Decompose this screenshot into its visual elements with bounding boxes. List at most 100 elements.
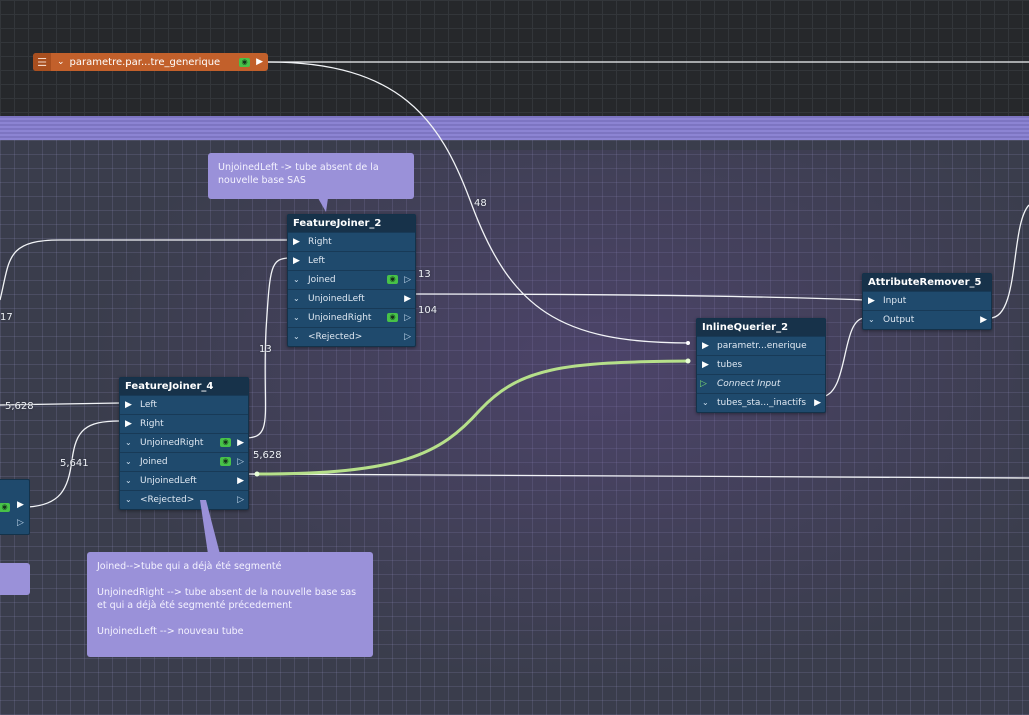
chevron-down-icon[interactable]: ⌄: [57, 57, 65, 67]
input-arrow-icon: ▶: [293, 237, 300, 247]
chevron-down-icon: ⌄: [868, 315, 875, 324]
feature-count: 13: [259, 344, 272, 355]
output-port-output[interactable]: ⌄Output▶: [863, 310, 991, 329]
parameter-name: parametre.par...tre_generique: [69, 56, 221, 68]
bookmark-header[interactable]: [0, 116, 1029, 140]
transformer-title[interactable]: FeatureJoiner_2: [288, 215, 415, 232]
input-port-right[interactable]: ▶Right: [120, 414, 248, 433]
inspect-icon[interactable]: ◉: [387, 275, 398, 284]
input-arrow-icon: ▶: [868, 296, 875, 306]
link-endpoint-dot: [686, 341, 690, 345]
input-port-right[interactable]: ▶Right: [288, 232, 415, 251]
output-arrow-icon: ▷: [404, 275, 411, 285]
transformer-title[interactable]: FeatureJoiner_4: [120, 378, 248, 395]
input-port-input[interactable]: ▶Input: [863, 291, 991, 310]
link-unjoinedright-to-left[interactable]: [244, 257, 291, 439]
link-attributeremover-out[interactable]: [989, 204, 1029, 319]
output-arrow-icon: ▷: [237, 495, 244, 505]
chevron-down-icon: ⌄: [125, 476, 132, 485]
link-unjoinedleft-to-attributeremover[interactable]: [411, 293, 866, 301]
input-arrow-icon: ▶: [125, 419, 132, 429]
annotation-text: UnjoinedRight --> tube absent de la nouv…: [97, 587, 357, 611]
output-arrow-icon: ▶: [237, 438, 244, 448]
chevron-down-icon: ⌄: [293, 332, 300, 341]
output-port-tubes-inactifs[interactable]: ⌄tubes_sta..._inactifs▶: [697, 393, 825, 412]
transformer-featurejoiner-4[interactable]: FeatureJoiner_4 ▶Left ▶Right ⌄UnjoinedRi…: [119, 377, 249, 510]
feature-count: 5,628: [5, 401, 34, 412]
transformer-offscreen[interactable]: ◉ ▶ ▷: [0, 479, 30, 535]
output-arrow-icon: ▷: [17, 518, 24, 528]
output-arrow-icon: ▶: [17, 500, 24, 510]
output-arrow-icon: ▶: [404, 294, 411, 304]
feature-count: 13: [418, 269, 431, 280]
output-port-unjoinedright[interactable]: ⌄UnjoinedRight◉▷: [288, 308, 415, 327]
annotation-text: Joined-->tube qui a déjà été segmenté: [97, 561, 282, 572]
output-port-joined[interactable]: ⌄Joined◉▷: [120, 452, 248, 471]
output-arrow-icon: ▶: [814, 398, 821, 408]
chevron-down-icon: ⌄: [293, 294, 300, 303]
annotation-tail: [318, 198, 328, 212]
annotation-offscreen[interactable]: [0, 563, 30, 595]
link-offscreen-to-right[interactable]: [0, 239, 290, 301]
published-parameter-node[interactable]: ☰ ⌄ parametre.par...tre_generique ◉ ▶: [33, 53, 268, 71]
input-port-left[interactable]: ▶Left: [120, 395, 248, 414]
transformer-attributeremover-5[interactable]: AttributeRemover_5 ▶Input ⌄Output▶: [862, 273, 992, 330]
feature-count: 5,628: [253, 450, 282, 461]
input-arrow-icon: ▶: [702, 360, 709, 370]
connect-input-icon: ▷: [700, 379, 707, 389]
inspect-icon[interactable]: ◉: [220, 438, 231, 447]
input-arrow-icon: ▶: [702, 341, 709, 351]
annotation-text: UnjoinedLeft --> nouveau tube: [97, 626, 244, 637]
transformer-title[interactable]: InlineQuerier_2: [697, 319, 825, 336]
output-port-unjoinedright[interactable]: ⌄UnjoinedRight◉▶: [120, 433, 248, 452]
transformer-featurejoiner-2[interactable]: FeatureJoiner_2 ▶Right ▶Left ⌄Joined◉▷ ⌄…: [287, 214, 416, 347]
input-arrow-icon: ▶: [293, 256, 300, 266]
output-port-joined[interactable]: ⌄Joined◉▷: [288, 270, 415, 289]
link-offscreen-to-right4[interactable]: [27, 420, 121, 508]
output-arrow-icon: ▷: [404, 332, 411, 342]
connect-input-port[interactable]: ▷Connect Input: [697, 374, 825, 393]
chevron-down-icon: ⌄: [293, 275, 300, 284]
input-port-tubes[interactable]: ▶tubes: [697, 355, 825, 374]
chevron-down-icon: ⌄: [702, 398, 709, 407]
input-port-parameter[interactable]: ▶parametr...enerique: [697, 336, 825, 355]
link-unjoinedleft4-to-right-edge[interactable]: [244, 473, 1029, 479]
feature-count: 48: [474, 198, 487, 209]
output-arrow-icon: ▷: [404, 313, 411, 323]
input-arrow-icon: ▶: [125, 400, 132, 410]
link-offscreen-to-left4[interactable]: [0, 402, 121, 406]
inspect-icon[interactable]: ◉: [239, 57, 251, 67]
link-endpoint-dot: [254, 471, 260, 477]
inspect-icon[interactable]: ◉: [220, 457, 231, 466]
link-param-to-inlinequerier[interactable]: [267, 61, 691, 344]
inspect-icon[interactable]: ◉: [0, 503, 10, 512]
feature-count: 104: [418, 305, 438, 316]
annotation-unjoinedleft[interactable]: UnjoinedLeft -> tube absent de la nouvel…: [208, 153, 414, 199]
inspect-icon[interactable]: ◉: [387, 313, 398, 322]
annotation-text: UnjoinedLeft -> tube absent de la nouvel…: [218, 162, 379, 186]
feature-count: 17: [0, 312, 13, 323]
chevron-down-icon: ⌄: [125, 495, 132, 504]
transformer-title[interactable]: AttributeRemover_5: [863, 274, 991, 291]
input-port-left[interactable]: ▶Left: [288, 251, 415, 270]
output-port-unjoinedleft[interactable]: ⌄UnjoinedLeft▶: [120, 471, 248, 490]
output-port-rejected[interactable]: ⌄<Rejected>▷: [120, 490, 248, 509]
output-port-arrow[interactable]: ▶: [256, 57, 263, 67]
chevron-down-icon: ⌄: [125, 438, 132, 447]
transformer-inlinequerier-2[interactable]: InlineQuerier_2 ▶parametr...enerique ▶tu…: [696, 318, 826, 413]
link-unjoinedleft4-to-tubes-selected[interactable]: [256, 359, 691, 476]
output-port-rejected[interactable]: ⌄<Rejected>▷: [288, 327, 415, 346]
output-arrow-icon: ▶: [980, 315, 987, 325]
canvas-background: [0, 0, 1029, 116]
feature-count: 5,641: [60, 458, 89, 469]
annotation-joiner-legend[interactable]: Joined-->tube qui a déjà été segmenté Un…: [87, 552, 373, 657]
output-port-unjoinedleft[interactable]: ⌄UnjoinedLeft▶: [288, 289, 415, 308]
link-endpoint-dot: [685, 358, 691, 364]
output-arrow-icon: ▷: [237, 457, 244, 467]
chevron-down-icon: ⌄: [293, 313, 300, 322]
output-arrow-icon: ▶: [237, 476, 244, 486]
layers-icon: ☰: [33, 53, 51, 71]
annotation-tail: [200, 500, 220, 554]
